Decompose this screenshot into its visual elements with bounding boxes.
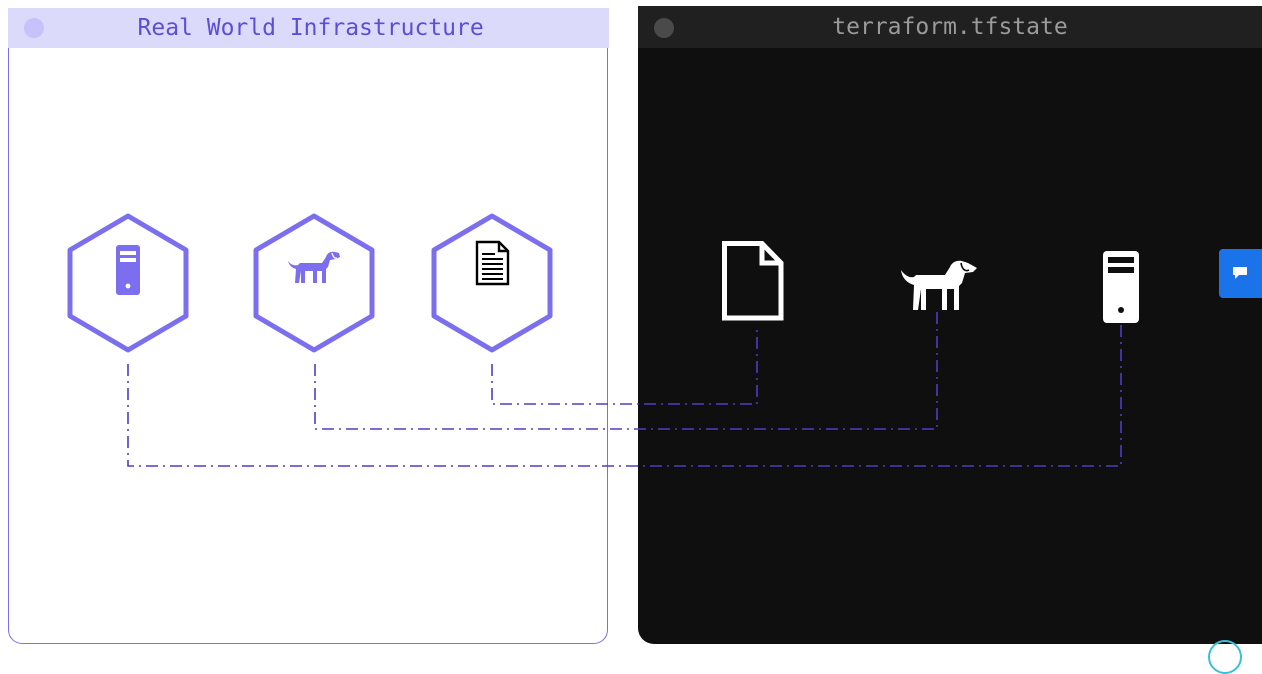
- tfstate-title: terraform.tfstate: [832, 14, 1068, 40]
- real-world-panel: Real World Infrastructure: [7, 8, 609, 644]
- scroll-indicator[interactable]: [1208, 640, 1242, 674]
- tfstate-title-bar: terraform.tfstate: [638, 6, 1262, 48]
- real-world-title-bar: Real World Infrastructure: [7, 8, 609, 48]
- tfstate-panel: terraform.tfstate: [638, 6, 1262, 644]
- window-dot: [23, 18, 44, 38]
- chat-bubble-icon: [1233, 267, 1247, 279]
- window-dot: [654, 18, 674, 38]
- real-world-title: Real World Infrastructure: [137, 15, 484, 41]
- feedback-button[interactable]: [1219, 249, 1262, 298]
